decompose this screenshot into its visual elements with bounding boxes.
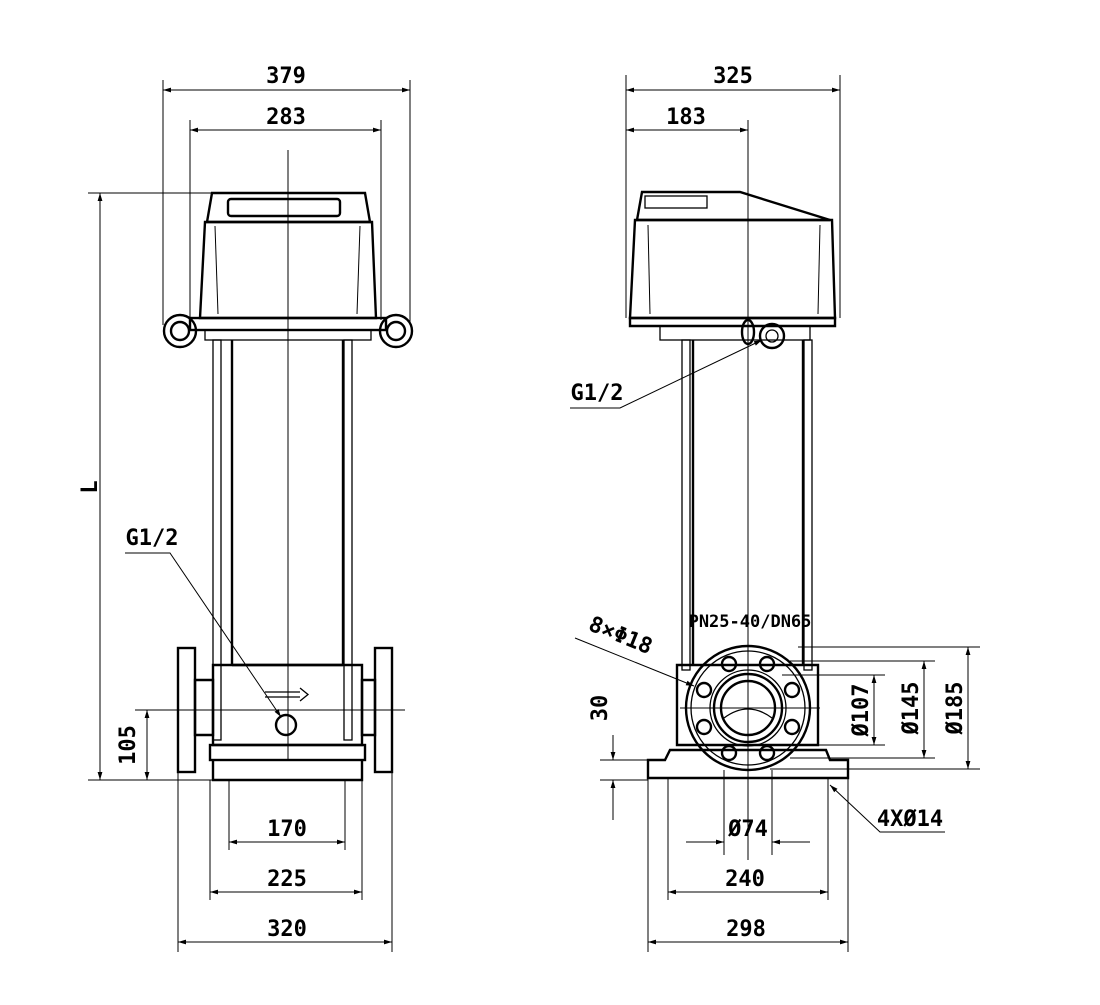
pump-column <box>681 339 813 671</box>
pump-body <box>176 646 394 782</box>
flow-arrow-icon <box>265 687 310 702</box>
dim-379: 379 <box>266 64 306 89</box>
dim-240: 240 <box>725 867 765 892</box>
dim-185: Ø185 <box>943 682 968 736</box>
dim-283: 283 <box>266 105 306 130</box>
port-label-g12: G1/2 <box>126 526 179 551</box>
base-holes-label: 4XØ14 <box>877 807 943 832</box>
port-label-g12: G1/2 <box>571 381 624 406</box>
dim-183: 183 <box>666 105 706 130</box>
dim-170: 170 <box>267 817 307 842</box>
drain-port <box>274 713 298 737</box>
dim-105: 105 <box>116 725 141 765</box>
side-dimensions: 325 183 G1/2 PN25-40/DN65 8×Φ18 Ø185 Ø14… <box>570 64 980 952</box>
bolt-holes <box>695 655 801 762</box>
dim-225: 225 <box>267 867 307 892</box>
dim-30: 30 <box>588 695 613 722</box>
pump-column <box>212 339 353 741</box>
side-view: 325 183 G1/2 PN25-40/DN65 8×Φ18 Ø185 Ø14… <box>570 64 980 952</box>
motor-housing <box>162 191 414 349</box>
dim-L: L <box>78 480 103 493</box>
flange-spec: PN25-40/DN65 <box>689 612 812 632</box>
dim-107: Ø107 <box>849 684 874 738</box>
dim-145: Ø145 <box>899 682 924 736</box>
dim-320: 320 <box>267 917 307 942</box>
dim-74: Ø74 <box>727 817 768 842</box>
dim-298: 298 <box>726 917 766 942</box>
front-dimensions: 379 283 L 105 G1/2 170 225 320 <box>78 64 411 952</box>
dim-325: 325 <box>713 64 753 89</box>
motor-housing <box>628 190 837 350</box>
pump-body <box>646 644 850 780</box>
bolt-holes-label: 8×Φ18 <box>585 612 656 660</box>
front-view: 379 283 L 105 G1/2 170 225 320 <box>78 64 414 952</box>
